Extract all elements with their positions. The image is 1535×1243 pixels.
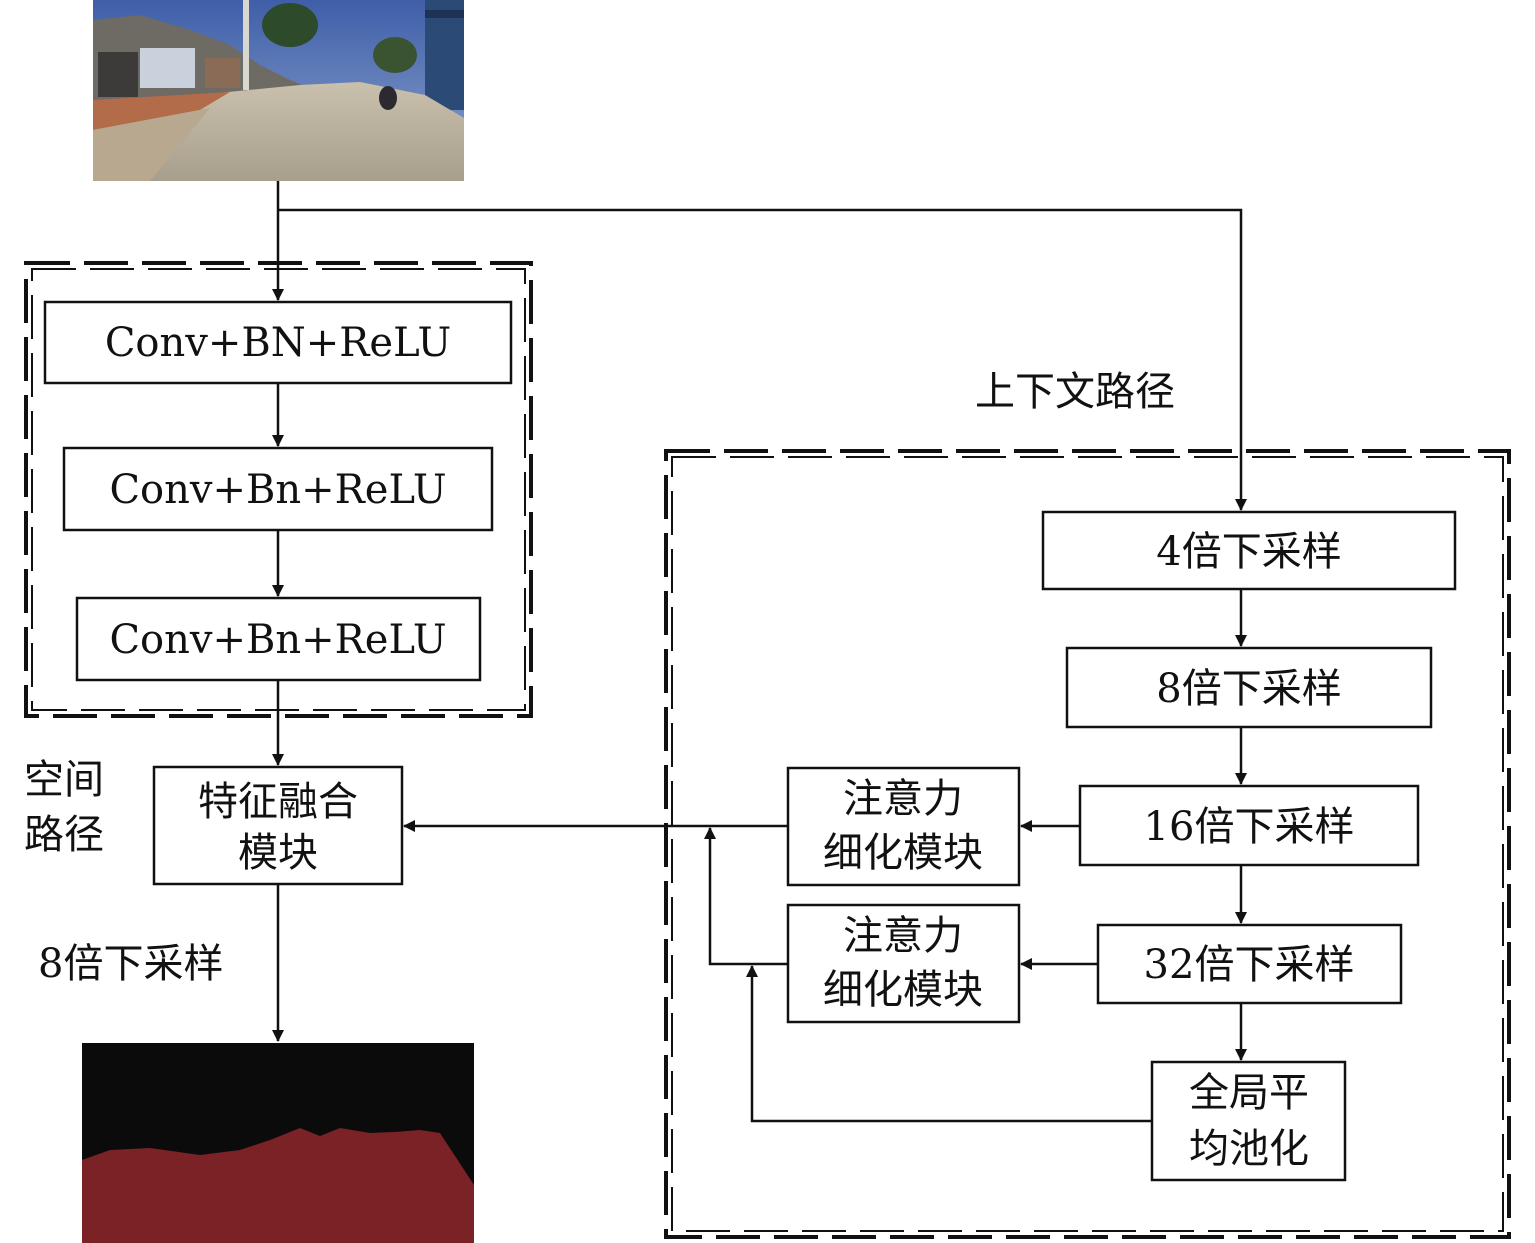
downsample-16x: 16倍下采样 (1078, 784, 1420, 867)
conv-block-3: Conv+Bn+ReLU (75, 596, 482, 682)
connectors (272, 181, 1247, 1123)
downsample-4x-label: 4倍下采样 (1156, 529, 1341, 575)
spatial-path-group (24, 261, 533, 718)
conv-block-1: Conv+BN+ReLU (43, 300, 513, 385)
arm1-line2: 细化模块 (823, 830, 983, 876)
arm1-line1: 注意力 (843, 776, 963, 822)
conv-block-3-label: Conv+Bn+ReLU (109, 617, 446, 663)
arm2-line2: 细化模块 (823, 967, 983, 1013)
context-path-group (664, 449, 1511, 1239)
fusion-line2: 模块 (238, 830, 318, 876)
fusion-line1: 特征融合 (198, 779, 358, 825)
output-downsample-label: 8倍下采样 (38, 941, 223, 987)
downsample-8x: 8倍下采样 (1065, 646, 1433, 729)
attention-refine-module-2: 注意力 细化模块 (786, 903, 1021, 1024)
downsample-32x: 32倍下采样 (1096, 923, 1403, 1005)
attention-refine-module-1: 注意力 细化模块 (786, 766, 1021, 887)
global-average-pool: 全局平 均池化 (1150, 1060, 1347, 1182)
gap-line1: 全局平 (1189, 1070, 1309, 1116)
arm2-line1: 注意力 (843, 913, 963, 959)
input-image (93, 0, 464, 181)
conv-block-2-label: Conv+Bn+ReLU (109, 467, 446, 513)
downsample-16x-label: 16倍下采样 (1144, 804, 1355, 850)
downsample-4x: 4倍下采样 (1041, 510, 1457, 591)
segmentation-output (82, 1043, 474, 1243)
conv-block-2: Conv+Bn+ReLU (62, 446, 494, 532)
downsample-8x-label: 8倍下采样 (1156, 666, 1341, 712)
spatial-path-label-2: 路径 (24, 812, 104, 858)
gap-line2: 均池化 (1189, 1126, 1309, 1172)
downsample-32x-label: 32倍下采样 (1144, 942, 1355, 988)
conv-block-1-label: Conv+BN+ReLU (105, 320, 451, 366)
feature-fusion-module: 特征融合 模块 (152, 765, 404, 886)
context-path-label: 上下文路径 (975, 369, 1175, 415)
spatial-path-label-1: 空间 (24, 757, 104, 803)
